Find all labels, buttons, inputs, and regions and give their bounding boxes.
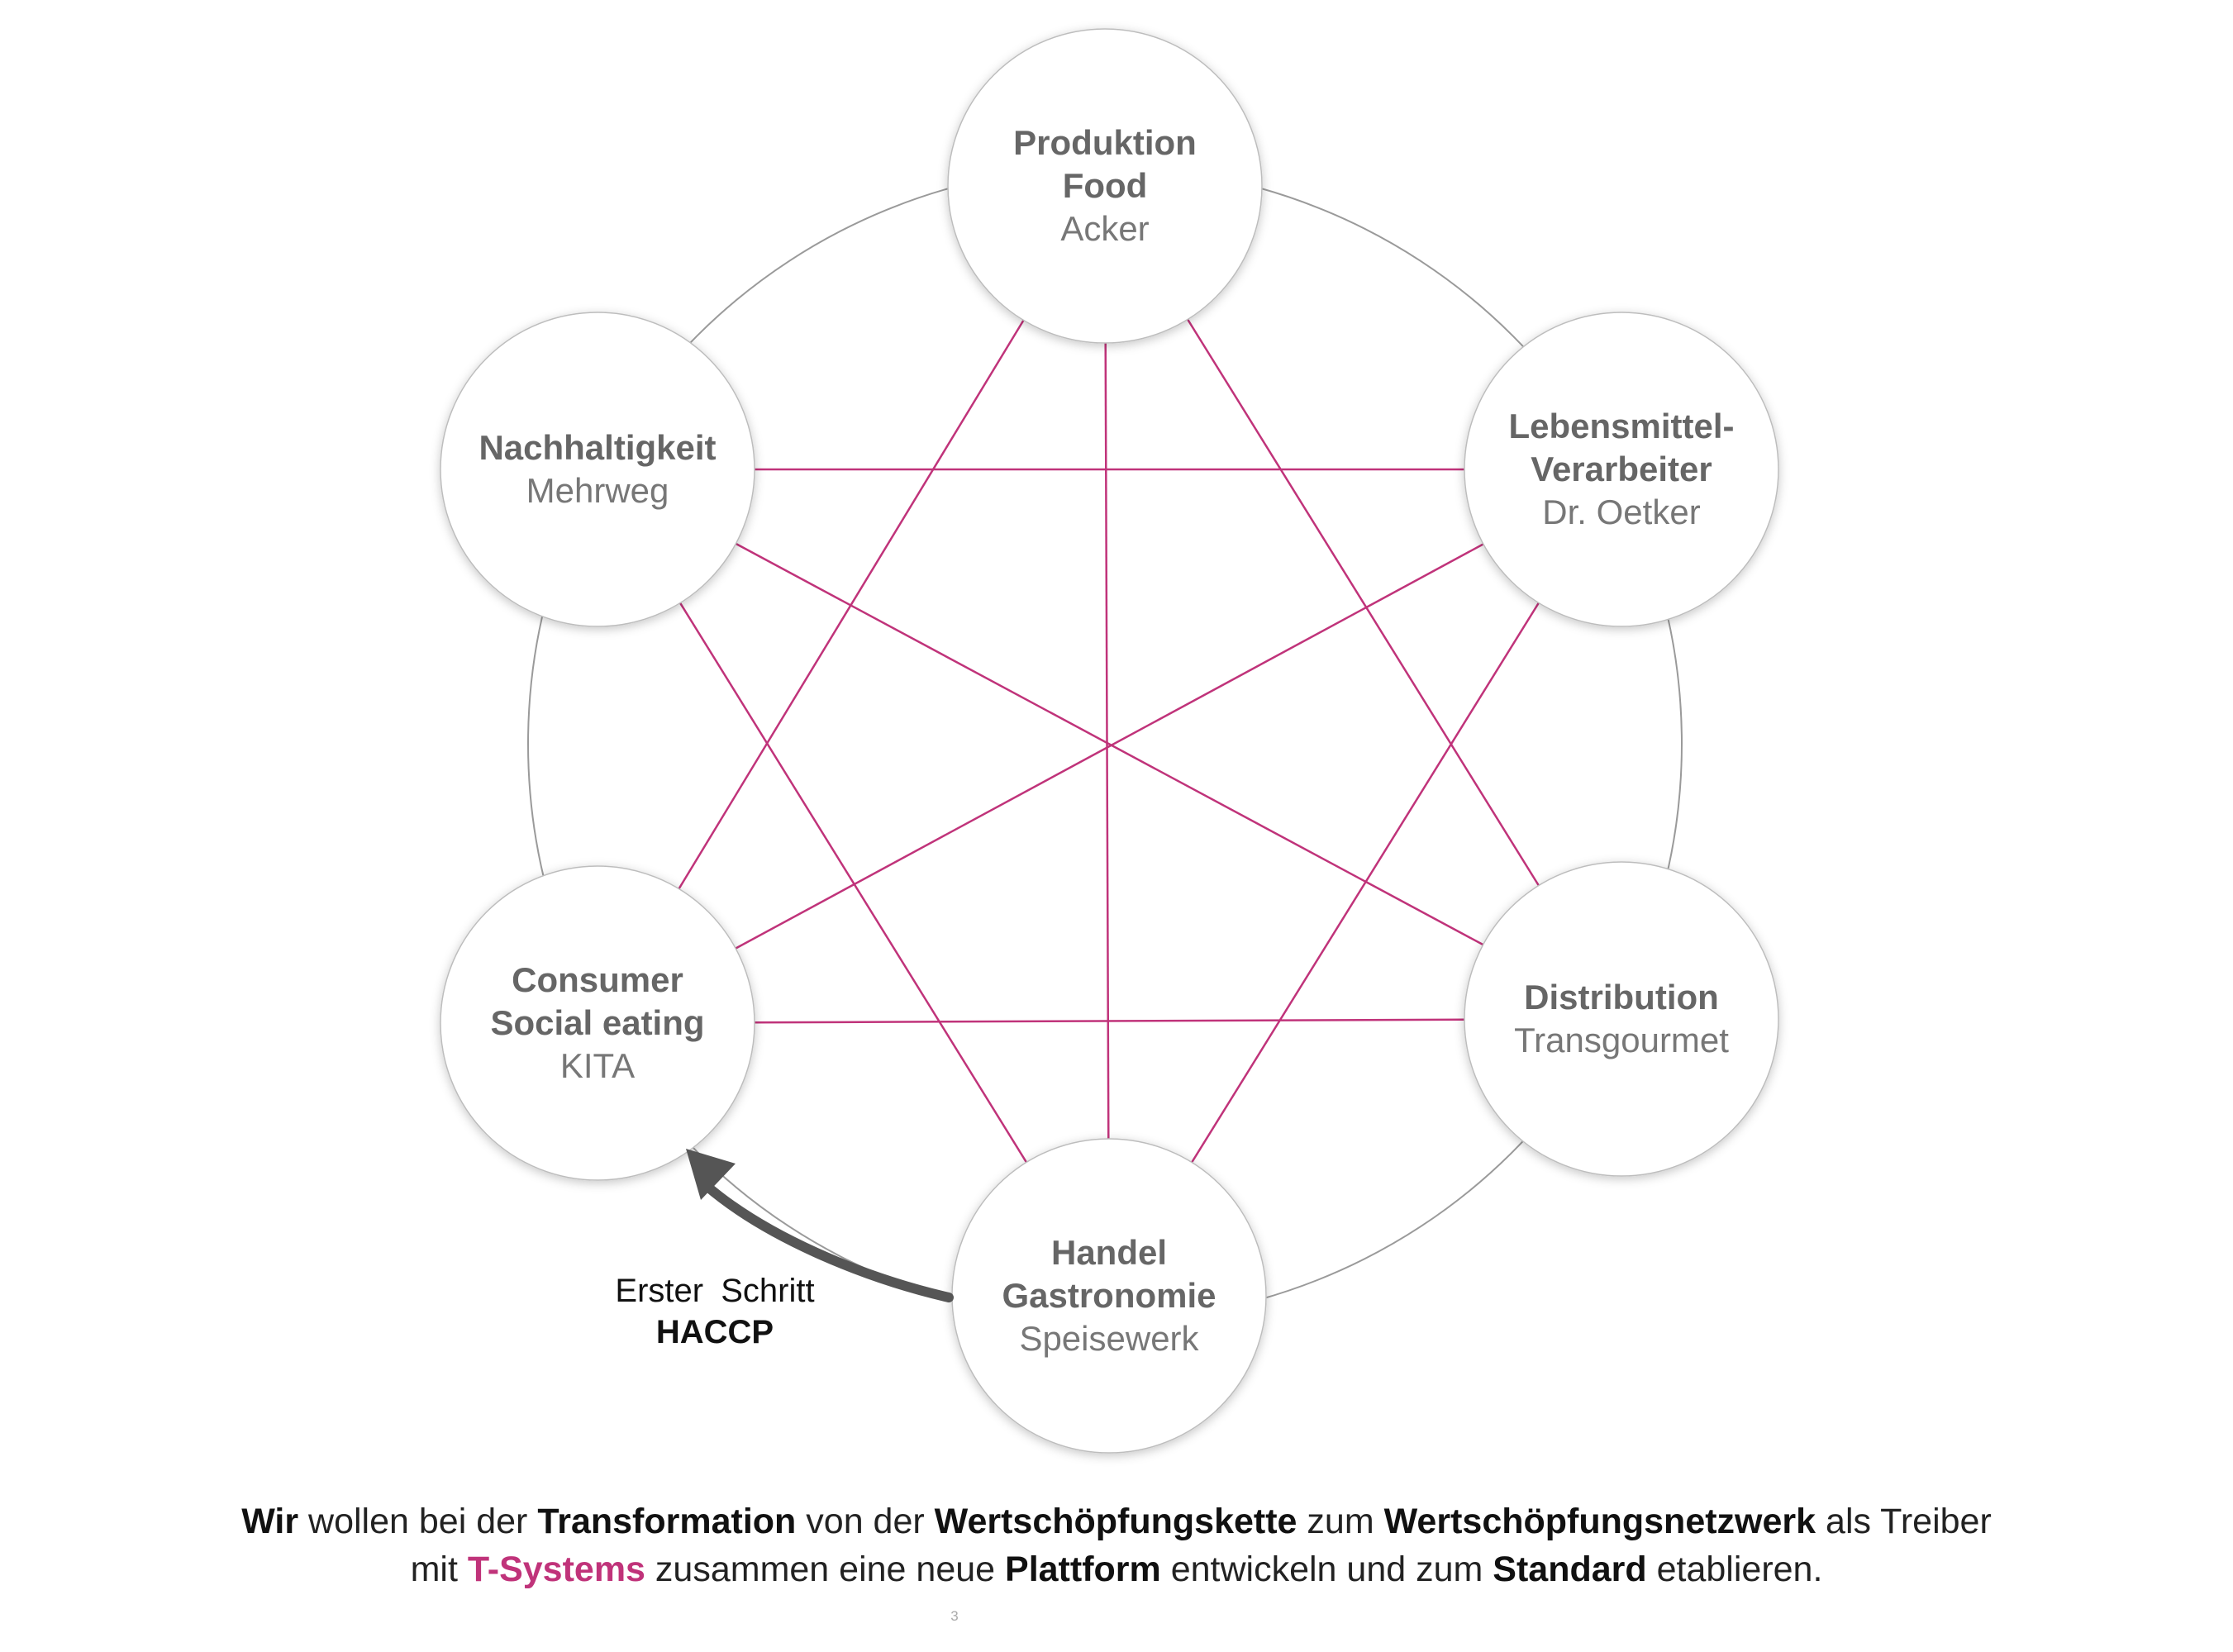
first-step-word2: Schritt <box>721 1273 814 1309</box>
node-title-nachhaltigkeit-0: Nachhaltigkeit <box>479 428 716 467</box>
caption-w6: zum <box>1297 1502 1384 1541</box>
caption-w2: wollen bei der <box>298 1502 538 1541</box>
node-subtitle-nachhaltigkeit: Mehrweg <box>526 471 669 510</box>
node-title-produktion-0: Produktion <box>1013 123 1197 162</box>
first-step-word1: Erster <box>615 1273 703 1309</box>
network-lines <box>678 318 1540 1164</box>
node-circle-lebensmittel <box>1464 312 1779 627</box>
node-subtitle-consumer: KITA <box>560 1046 635 1085</box>
network-link-handel-nachhaltigkeit <box>678 602 1028 1164</box>
caption-w10: zusammen eine neue <box>645 1550 1006 1589</box>
node-subtitle-lebensmittel: Dr. Oetker <box>1542 493 1700 531</box>
arrow-head <box>686 1149 736 1200</box>
caption-w9: mit <box>410 1550 468 1589</box>
network-link-distribution-nachhaltigkeit <box>735 542 1484 946</box>
caption-w5: Wertschöpfungskette <box>934 1502 1297 1541</box>
node-subtitle-handel: Speisewerk <box>1019 1319 1199 1358</box>
node-subtitle-produktion: Acker <box>1060 209 1149 248</box>
node-title-consumer-1: Social eating <box>490 1003 704 1042</box>
node-title-produktion-1: Food <box>1063 166 1148 205</box>
node-subtitle-distribution: Transgourmet <box>1514 1021 1729 1059</box>
caption-w8: als Treiber <box>1816 1502 1992 1541</box>
first-step-label: Erster Schritt <box>615 1273 814 1309</box>
node-title-handel-0: Handel <box>1051 1233 1167 1272</box>
caption-w1: Wir <box>241 1502 299 1541</box>
network-link-produktion-distribution <box>1187 318 1540 887</box>
caption-w4: von der <box>796 1502 935 1541</box>
node-circle-produktion <box>947 28 1263 344</box>
node-circle-distribution <box>1464 861 1779 1177</box>
network-link-distribution-consumer <box>754 1018 1465 1024</box>
caption-w7: Wertschöpfungsnetzwerk <box>1383 1502 1816 1541</box>
node-circle-nachhaltigkeit <box>440 312 755 627</box>
caption-line-1: Wir wollen bei der Transformation von de… <box>0 1497 2233 1545</box>
caption-line-2: mit T-Systems zusammen eine neue Plattfo… <box>0 1545 2233 1593</box>
node-circle-consumer <box>440 865 755 1181</box>
caption-w13: Standard <box>1493 1550 1647 1589</box>
network-link-produktion-handel <box>1104 342 1110 1140</box>
node-title-distribution-0: Distribution <box>1524 978 1719 1016</box>
first-step-haccp: HACCP <box>656 1314 774 1350</box>
caption-w11: Plattform <box>1005 1550 1161 1589</box>
curved-arrow-icon <box>702 1181 954 1302</box>
network-link-lebensmittel-consumer <box>735 543 1484 950</box>
caption-w3: Transformation <box>537 1502 797 1541</box>
caption-w14: etablieren. <box>1646 1550 1823 1589</box>
caption-w12: entwickeln und zum <box>1160 1550 1493 1589</box>
node-title-handel-1: Gastronomie <box>1002 1276 1216 1315</box>
t-systems-accent: T-Systems <box>467 1550 645 1589</box>
node-title-lebensmittel-0: Lebensmittel- <box>1508 407 1734 445</box>
page-number: 3 <box>950 1608 959 1624</box>
node-title-consumer-0: Consumer <box>512 960 683 999</box>
node-title-lebensmittel-1: Verarbeiter <box>1531 450 1712 488</box>
